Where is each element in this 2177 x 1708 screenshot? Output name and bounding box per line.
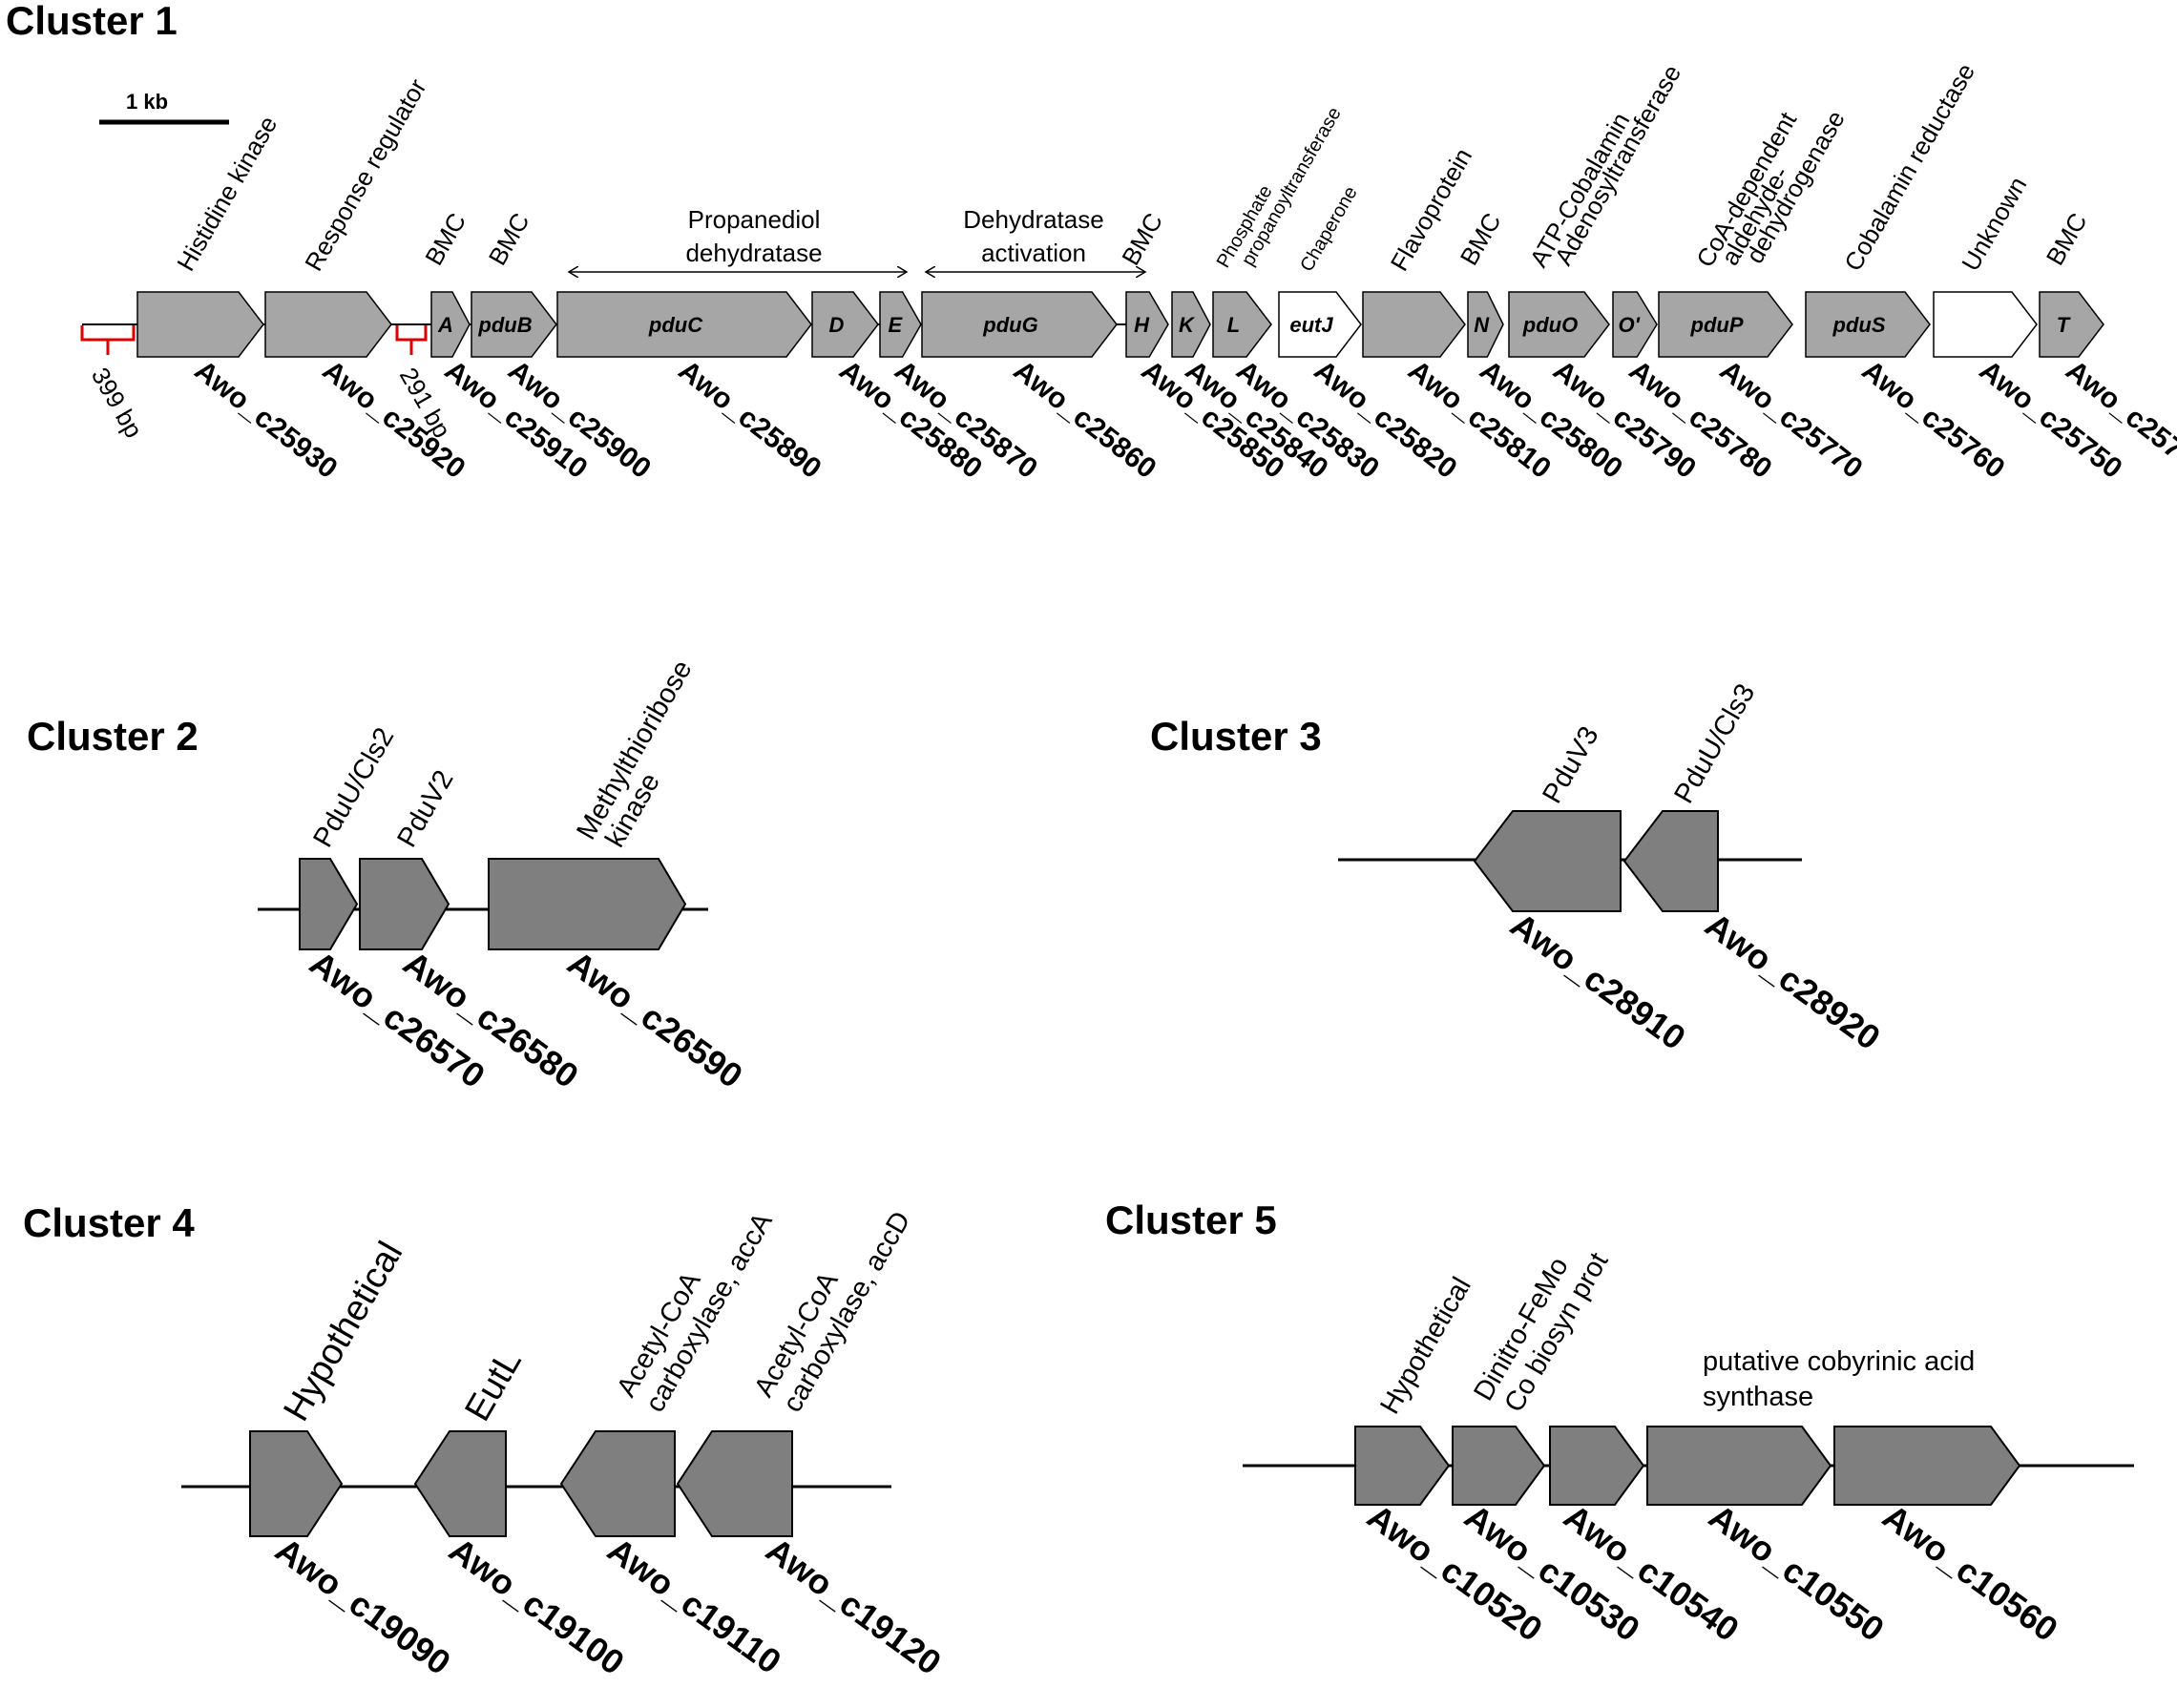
gene-name-label: pduG <box>982 313 1037 337</box>
gene-arrow-awo-c25800 <box>1467 291 1504 358</box>
gene-name-label: D <box>829 313 845 337</box>
cluster-2-title: Cluster 2 <box>27 714 199 759</box>
function-label: PduV2 <box>391 765 459 852</box>
gene-arrow-awo-c25880 <box>811 291 879 358</box>
gene-arrow-awo-c10540 <box>1549 1426 1645 1506</box>
gene-name-label: L <box>1227 313 1240 337</box>
intergenic-label-399: 399 bp <box>86 363 149 443</box>
locus-tag-label: Awo_c19110 <box>600 1530 788 1681</box>
gene-arrow-awo-c19120 <box>676 1430 793 1537</box>
function-label: BMC <box>2041 208 2093 270</box>
function-label: EutL <box>457 1343 529 1428</box>
locus-tag-label: Awo_c19090 <box>268 1530 457 1682</box>
gene-name-label: H <box>1134 313 1150 337</box>
function-label: Histidine kinase <box>171 111 283 276</box>
function-label: Unknown <box>1956 172 2032 276</box>
function-label: Response regulator <box>299 73 432 276</box>
gene-arrow-awo-c19090 <box>249 1430 344 1537</box>
function-label: BMC <box>1455 208 1507 270</box>
gene-arrow-awo-c10560 <box>1833 1426 2021 1506</box>
function-label: Chaperone <box>1296 183 1362 276</box>
gene-name-label: pduC <box>648 313 703 337</box>
gene-name-label: O' <box>1618 313 1640 337</box>
gene-arrow-awo-c25920 <box>264 291 392 358</box>
gene-arrow-awo-c19110 <box>559 1430 676 1537</box>
gene-arrow-awo-c25830 <box>1212 291 1272 358</box>
gene-arrow-awo-c25910 <box>430 291 471 358</box>
gene-arrow-awo-c10520 <box>1354 1426 1451 1506</box>
gene-arrow-awo-c25770 <box>1658 291 1793 358</box>
cluster-5-group-label-line2: synthase <box>1703 1382 1813 1412</box>
function-label: Adenosyltransferase <box>1549 60 1686 270</box>
locus-tag-label: Awo_c10560 <box>1875 1496 2064 1649</box>
gene-arrow-awo-c26570 <box>299 858 359 950</box>
gene-arrow-awo-c25760 <box>1805 291 1931 358</box>
cluster-5-genes: Awo_c10520HypotheticalAwo_c10530Dinitro-… <box>1354 1248 2065 1649</box>
intergenic-bracket-291 <box>395 325 428 355</box>
gene-name-label: N <box>1474 313 1490 337</box>
cluster-5-title: Cluster 5 <box>1105 1198 1277 1242</box>
gene-arrow-awo-c25870 <box>879 291 922 358</box>
group-label-propanediol-dehydratase-line2: dehydratase <box>685 239 822 267</box>
cluster-3-title: Cluster 3 <box>1150 714 1322 759</box>
gene-name-label: pduS <box>1832 313 1886 337</box>
locus-tag-label: Awo_c28920 <box>1698 905 1887 1057</box>
function-label: BMC <box>1116 208 1168 270</box>
function-label: PduU/Cls3 <box>1668 678 1761 808</box>
scale-bar-label: 1 kb <box>126 90 168 114</box>
group-label-propanediol-dehydratase-line1: Propanediol <box>688 205 821 234</box>
locus-tag-label: Awo_c25890 <box>673 355 827 486</box>
gene-name-label: eutJ <box>1289 313 1333 337</box>
function-label: Cobalamin reductase <box>1838 58 1980 276</box>
locus-tag-label: Awo_c19120 <box>759 1530 948 1682</box>
group-label-dehydratase-activation-line2: activation <box>981 239 1086 267</box>
function-label: BMC <box>419 208 471 270</box>
cluster-5-group-label-line1: putative cobyrinic acid <box>1703 1346 1975 1377</box>
gene-arrow-awo-c19100 <box>413 1430 507 1537</box>
cluster-2-genes: Awo_c26570PduU/Cls2Awo_c26580PduV2Awo_c2… <box>299 656 750 1095</box>
gene-arrow-awo-c25790 <box>1508 291 1610 358</box>
group-label-dehydratase-activation-line1: Dehydratase <box>963 205 1103 234</box>
gene-arrow-awo-c25840 <box>1171 291 1211 358</box>
gene-arrow-awo-c26590 <box>488 858 687 950</box>
gene-arrow-awo-c25750 <box>1933 291 2038 358</box>
gene-name-label: pduO <box>1522 313 1578 337</box>
cluster-4-title: Cluster 4 <box>23 1200 195 1245</box>
gene-arrow-awo-c28920 <box>1622 810 1719 912</box>
gene-arrow-awo-c25780 <box>1612 291 1658 358</box>
gene-arrow-awo-c10550 <box>1646 1426 1832 1506</box>
gene-arrow-awo-c25850 <box>1125 291 1169 358</box>
gene-arrow-awo-c25810 <box>1362 291 1466 358</box>
gene-arrow-awo-c28910 <box>1473 810 1622 912</box>
intergenic-bracket-399 <box>80 325 136 355</box>
function-label: Hypothetical <box>1374 1272 1477 1419</box>
function-label: PduV3 <box>1537 721 1604 808</box>
gene-name-label: K <box>1179 313 1196 337</box>
gene-arrow-awo-c25820 <box>1278 291 1362 358</box>
gene-arrow-awo-c25930 <box>136 291 264 358</box>
function-label: PduU/Cls2 <box>307 722 400 852</box>
function-label: Hypothetical <box>276 1235 410 1427</box>
gene-name-label: pduP <box>1690 313 1744 337</box>
gene-arrow-awo-c10530 <box>1452 1426 1546 1506</box>
gene-arrow-awo-c25740 <box>2039 291 2104 358</box>
locus-tag-label: Awo_c28910 <box>1503 905 1692 1057</box>
gene-arrow-awo-c25890 <box>556 291 812 358</box>
cluster-1-title: Cluster 1 <box>6 0 178 43</box>
gene-name-label: E <box>888 313 903 337</box>
gene-arrow-awo-c26580 <box>359 858 450 950</box>
function-label: BMC <box>483 208 535 270</box>
gene-arrow-awo-c25860 <box>921 291 1118 358</box>
locus-tag-label: Awo_c26590 <box>560 943 749 1095</box>
gene-name-label: A <box>437 313 453 337</box>
locus-tag-label: Awo_c19100 <box>442 1530 631 1682</box>
gene-name-label: pduB <box>477 313 532 337</box>
gene-arrow-awo-c25900 <box>471 291 557 358</box>
gene-name-label: T <box>2057 313 2071 337</box>
